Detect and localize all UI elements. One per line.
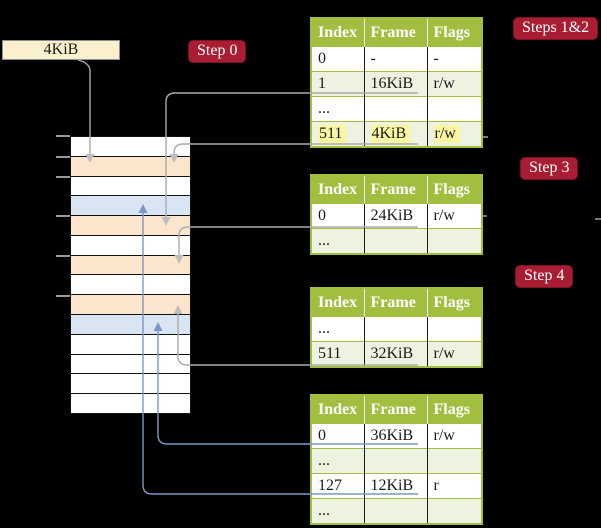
table-cell bbox=[427, 228, 482, 254]
table-cell: ... bbox=[311, 448, 365, 474]
badge-step-4: Step 4 bbox=[515, 265, 574, 288]
table-cell: 0 bbox=[311, 46, 365, 72]
memory-frame-row bbox=[71, 234, 190, 255]
axis-tick bbox=[56, 156, 70, 158]
table-cell: 16KiB bbox=[364, 71, 428, 97]
column-header: Index bbox=[311, 395, 365, 424]
memory-frame-row bbox=[71, 254, 190, 275]
table-cell: r bbox=[427, 473, 482, 499]
table-cell: r/w bbox=[427, 203, 482, 229]
badge-step-3: Step 3 bbox=[520, 157, 579, 180]
table-cell: r/w bbox=[427, 71, 482, 97]
column-header: Frame bbox=[364, 395, 428, 424]
column-header: Flags bbox=[427, 288, 482, 317]
table-cell: ... bbox=[311, 316, 365, 342]
table-row: 511 4KiB r/w bbox=[311, 121, 482, 147]
memory-column bbox=[70, 136, 191, 414]
column-header: Frame bbox=[364, 175, 428, 204]
frame-size-box: 4KiB bbox=[2, 40, 120, 60]
table-cell: - bbox=[427, 46, 482, 72]
table-cell: 4KiB bbox=[364, 121, 428, 147]
column-header: Index bbox=[311, 175, 365, 204]
axis-tick bbox=[56, 135, 70, 137]
axis-tick bbox=[56, 295, 70, 297]
memory-frame-row bbox=[71, 137, 190, 156]
table-cell: ... bbox=[311, 96, 365, 122]
table-cell bbox=[427, 316, 482, 342]
table-cell: 12KiB bbox=[364, 473, 428, 499]
memory-frame-row bbox=[71, 333, 190, 354]
table-cell bbox=[364, 96, 428, 122]
column-header: Index bbox=[311, 18, 365, 47]
highlighted-value: r/w bbox=[433, 125, 460, 143]
table-cell: 0 bbox=[311, 203, 365, 229]
memory-frame-row bbox=[71, 373, 190, 394]
memory-frame-row bbox=[71, 314, 190, 334]
table-row: 0-- bbox=[311, 46, 482, 72]
axis-tick bbox=[56, 215, 70, 217]
column-header: Flags bbox=[427, 18, 482, 47]
table-cell bbox=[364, 316, 428, 342]
memory-frame-row bbox=[71, 175, 190, 196]
column-header: Flags bbox=[427, 395, 482, 424]
table-cell bbox=[427, 448, 482, 474]
memory-frame-row bbox=[71, 393, 190, 413]
badge-step-0: Step 0 bbox=[188, 40, 247, 63]
axis-tick bbox=[56, 176, 70, 178]
table-row: ... bbox=[311, 96, 482, 122]
table-cell: 127 bbox=[311, 473, 365, 499]
column-header: Frame bbox=[364, 288, 428, 317]
column-header: Frame bbox=[364, 18, 428, 47]
table-cell: 511 bbox=[311, 121, 365, 147]
highlighted-value: 511 bbox=[318, 125, 347, 143]
column-header: Flags bbox=[427, 175, 482, 204]
table-cell: r/w bbox=[427, 121, 482, 147]
table-cell bbox=[427, 96, 482, 122]
table-cell bbox=[364, 498, 428, 524]
table-cell: r/w bbox=[427, 423, 482, 449]
table-cell bbox=[364, 448, 428, 474]
memory-frame-row bbox=[71, 353, 190, 374]
table-cell: 511 bbox=[311, 341, 365, 367]
table-cell bbox=[427, 498, 482, 524]
memory-frame-row bbox=[71, 294, 190, 315]
table-row: ... bbox=[311, 498, 482, 524]
table-cell: 24KiB bbox=[364, 203, 428, 229]
table-cell: 0 bbox=[311, 423, 365, 449]
table-cell: 36KiB bbox=[364, 423, 428, 449]
axis-tick bbox=[56, 255, 70, 257]
table-cell: 32KiB bbox=[364, 341, 428, 367]
table-cell: ... bbox=[311, 228, 365, 254]
memory-frame-row bbox=[71, 155, 190, 176]
highlighted-value: 4KiB bbox=[370, 125, 411, 143]
table-cell: r/w bbox=[427, 341, 482, 367]
table-row: ... bbox=[311, 228, 482, 254]
table-row: ... bbox=[311, 316, 482, 342]
table-cell: ... bbox=[311, 498, 365, 524]
table-cell: - bbox=[364, 46, 428, 72]
table-row: ... bbox=[311, 448, 482, 474]
table-cell: 1 bbox=[311, 71, 365, 97]
column-header: Index bbox=[311, 288, 365, 317]
table-cell bbox=[364, 228, 428, 254]
memory-frame-row bbox=[71, 274, 190, 295]
memory-frame-row bbox=[71, 215, 190, 235]
badge-steps-1-2: Steps 1&2 bbox=[513, 17, 599, 40]
memory-frame-row bbox=[71, 195, 190, 216]
